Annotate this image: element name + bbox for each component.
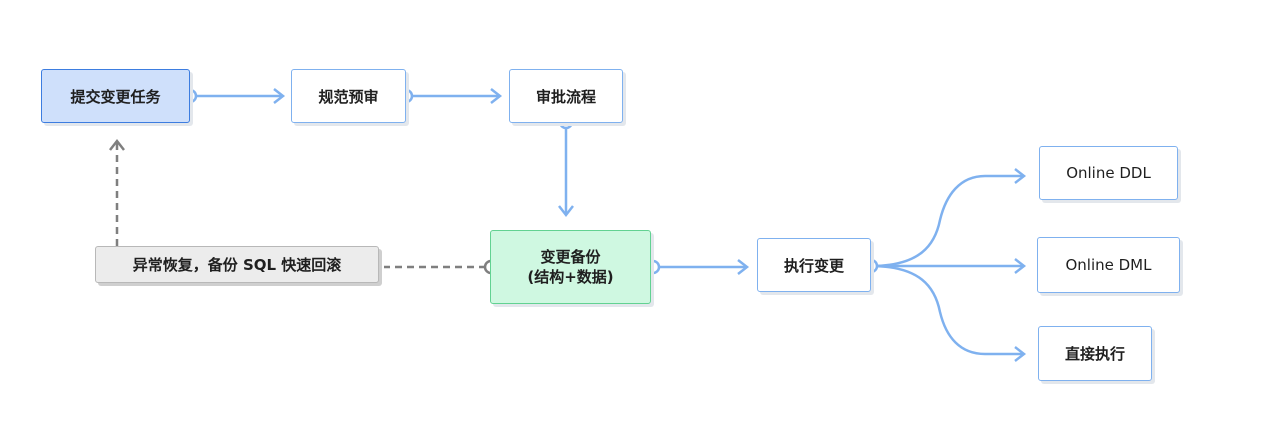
arrowhead-online-dml — [1014, 258, 1027, 274]
node-online-dml: Online DML — [1037, 237, 1180, 293]
node-backup-label-line1: 变更备份 — [540, 248, 601, 266]
node-precheck: 规范预审 — [291, 69, 406, 123]
edge-execute-to-direct — [870, 264, 1023, 356]
node-backup: 变更备份 (结构+数据) — [490, 230, 651, 304]
node-submit-task: 提交变更任务 — [41, 69, 190, 123]
node-online-ddl: Online DDL — [1039, 146, 1178, 200]
node-approval-label: 审批流程 — [535, 87, 596, 106]
node-precheck-label: 规范预审 — [318, 87, 379, 106]
arrowhead-approval — [490, 88, 503, 104]
node-direct-execute: 直接执行 — [1038, 326, 1152, 381]
arrowhead-submit — [109, 138, 125, 151]
arrowhead-precheck — [273, 88, 286, 104]
node-submit-task-label: 提交变更任务 — [70, 87, 161, 106]
node-online-ddl-label: Online DDL — [1066, 164, 1151, 182]
node-execute-label: 执行变更 — [783, 256, 844, 275]
arrowhead-online-ddl — [1014, 168, 1027, 184]
arrowhead-backup — [558, 205, 574, 218]
edge-execute-to-online-ddl — [870, 174, 1023, 268]
arrowhead-direct — [1014, 346, 1027, 362]
node-online-dml-label: Online DML — [1065, 256, 1152, 274]
arrowhead-execute — [737, 259, 750, 275]
node-execute: 执行变更 — [757, 238, 871, 292]
node-direct-execute-label: 直接执行 — [1064, 345, 1125, 363]
node-backup-label-line2: (结构+数据) — [527, 268, 614, 286]
node-recovery-label: 异常恢复，备份 SQL 快速回滚 — [132, 256, 342, 274]
node-approval: 审批流程 — [509, 69, 623, 123]
node-recovery: 异常恢复，备份 SQL 快速回滚 — [95, 246, 379, 283]
